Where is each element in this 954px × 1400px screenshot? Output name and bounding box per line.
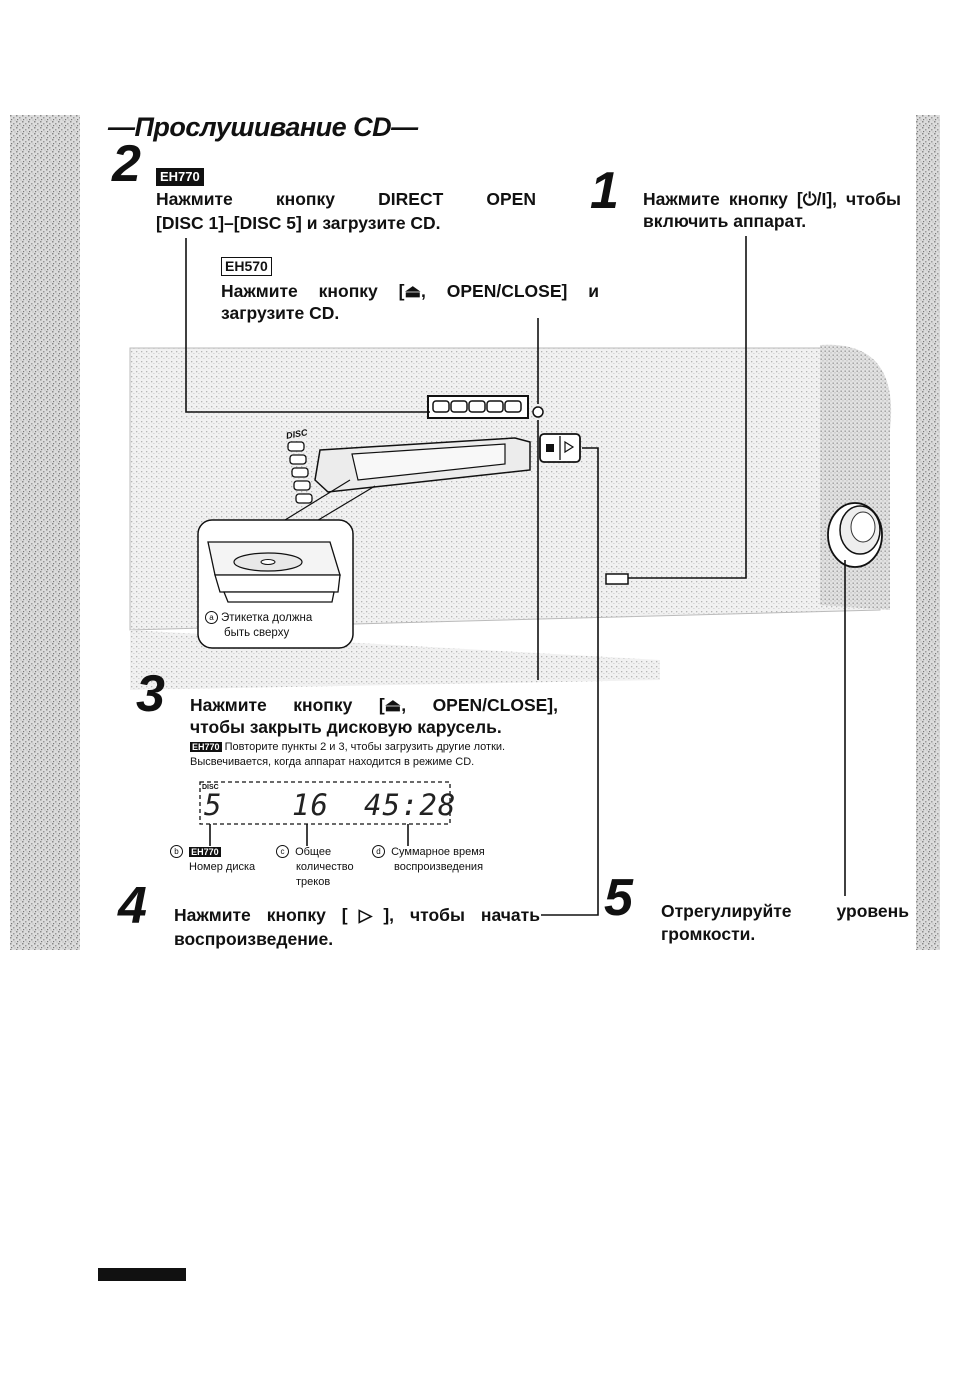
caption-c-line2: количество xyxy=(296,861,354,873)
tray-with-disc xyxy=(207,541,341,603)
step-2-text-a-line2: [DISC 1]–[DISC 5] и загрузите CD. xyxy=(156,213,441,233)
step-5-line1: Отрегулируйте уровень xyxy=(661,901,909,921)
step-3-number: 3 xyxy=(136,665,165,723)
step-3-note-line1: Повторите пункты 2 и 3, чтобы загрузить … xyxy=(224,741,506,753)
display-total-time: 45:28 xyxy=(364,788,457,822)
eh770-badge: EH770 xyxy=(156,168,204,186)
caption-c: c Общее количество треков xyxy=(276,845,354,890)
marker-c: c xyxy=(276,845,289,858)
marker-d: d xyxy=(372,845,385,858)
step-2-badge-eh770: EH770 xyxy=(156,168,204,186)
caption-b-badge: EH770 xyxy=(189,847,221,857)
step-3-note-badge: EH770 xyxy=(190,742,222,752)
left-edge-texture xyxy=(10,115,80,950)
inset-caption-line2: быть сверху xyxy=(224,627,290,639)
volume-knob xyxy=(827,502,883,568)
eh570-badge: EH570 xyxy=(221,257,272,276)
page-footer-bar xyxy=(98,1268,186,1281)
power-button-mark xyxy=(605,573,629,585)
disc-buttons-row xyxy=(427,395,529,419)
step-2-text-b-line1: Нажмите кнопку [⏏, OPEN/CLOSE] и xyxy=(221,281,599,301)
page-title: —Прослушивание CD— xyxy=(108,112,418,142)
eject-button-mark xyxy=(532,406,544,418)
step-3-line2: чтобы закрыть дисковую карусель. xyxy=(190,717,502,737)
step-3-note-line2: Высвечивается, когда аппарат находится в… xyxy=(190,756,475,768)
step-1-number: 1 xyxy=(590,162,619,220)
step-4-number: 4 xyxy=(118,877,147,935)
stereo-illustration xyxy=(129,344,892,690)
disc-selector-buttons xyxy=(287,441,313,504)
caption-d: d Суммарное время воспроизведения xyxy=(372,845,485,875)
caption-c-line3: треков xyxy=(296,876,331,888)
step-2-badge-eh570: EH570 xyxy=(221,257,272,276)
step-2-number: 2 xyxy=(112,135,141,193)
step-2-text-a-line1: Нажмите кнопку DIRECT OPEN xyxy=(156,189,536,209)
caption-c-line1: Общее xyxy=(295,846,332,858)
right-edge-texture xyxy=(916,115,940,950)
display-disc-label: DISC xyxy=(202,784,219,791)
step-2-text-b-line2: загрузите CD. xyxy=(221,303,340,323)
display-track-count: 16 xyxy=(292,788,329,822)
marker-a: a xyxy=(205,611,218,624)
step-3-note: EH770 Повторите пункты 2 и 3, чтобы загр… xyxy=(190,740,570,770)
display-disc-number: 5 xyxy=(204,788,223,822)
play-stop-buttons xyxy=(539,433,581,463)
inset-caption-line1: Этикетка должна xyxy=(221,612,313,624)
step-5-number: 5 xyxy=(604,869,633,927)
step-5-line2: громкости. xyxy=(661,924,756,944)
step-1-text: Нажмите кнопку [⏻/I], чтобы включить апп… xyxy=(643,189,901,231)
caption-b: b EH770 Номер диска xyxy=(170,845,255,875)
caption-d-line2: воспроизведения xyxy=(394,861,484,873)
step-4-line2: воспроизведение. xyxy=(174,929,334,949)
caption-d-line1: Суммарное время xyxy=(391,846,485,858)
marker-b: b xyxy=(170,845,183,858)
step-4-line1: Нажмите кнопку [▷], чтобы начать xyxy=(174,905,540,925)
caption-b-line1: Номер диска xyxy=(189,861,256,873)
step-3-line1: Нажмите кнопку [⏏, OPEN/CLOSE], xyxy=(190,695,558,715)
